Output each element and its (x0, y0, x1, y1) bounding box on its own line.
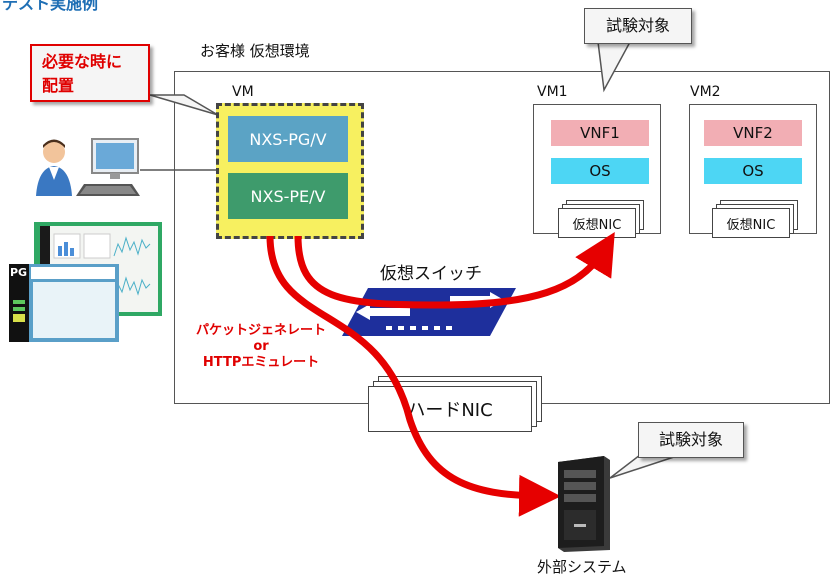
app-screenshot-pg-label: PG (10, 266, 28, 279)
traffic-label: パケットジェネレート or HTTPエミュレート (186, 323, 336, 371)
server-icon (558, 456, 610, 552)
user-pc-icon (36, 138, 140, 196)
vm1-label: VM1 (537, 84, 568, 100)
vnf2-block: VNF2 (704, 120, 802, 146)
vnf1-block: VNF1 (551, 120, 649, 146)
page-title: テスト実施例 (2, 0, 99, 13)
deploy-callout: 必要な時に 配置 (30, 44, 150, 102)
environment-label: お客様 仮想環境 (200, 42, 310, 60)
app-screenshot-front: PG (9, 264, 119, 342)
vm-label: VM (232, 84, 254, 100)
target-callout-vm: 試験対象 (584, 8, 692, 44)
traffic-label-line3: HTTPエミュレート (202, 355, 320, 370)
deploy-callout-line1: 必要な時に (42, 52, 123, 71)
nxs-pe-block: NXS-PE/V (228, 173, 348, 219)
vm1-virtual-nic: 仮想NIC (558, 208, 636, 238)
hardware-nic: ハードNIC (368, 386, 532, 432)
target-callout-external: 試験対象 (638, 422, 744, 458)
vm2-virtual-nic: 仮想NIC (712, 208, 790, 238)
deploy-callout-line2: 配置 (42, 76, 75, 95)
traffic-label-line2: or (253, 339, 269, 354)
traffic-label-line1: パケットジェネレート (195, 323, 326, 338)
vm2-label: VM2 (690, 84, 721, 100)
virtual-switch-label: 仮想スイッチ (380, 264, 482, 284)
nxs-pg-block: NXS-PG/V (228, 116, 348, 162)
vm2-os-block: OS (704, 158, 802, 184)
external-system-label: 外部システム (537, 558, 627, 576)
vm1-os-block: OS (551, 158, 649, 184)
